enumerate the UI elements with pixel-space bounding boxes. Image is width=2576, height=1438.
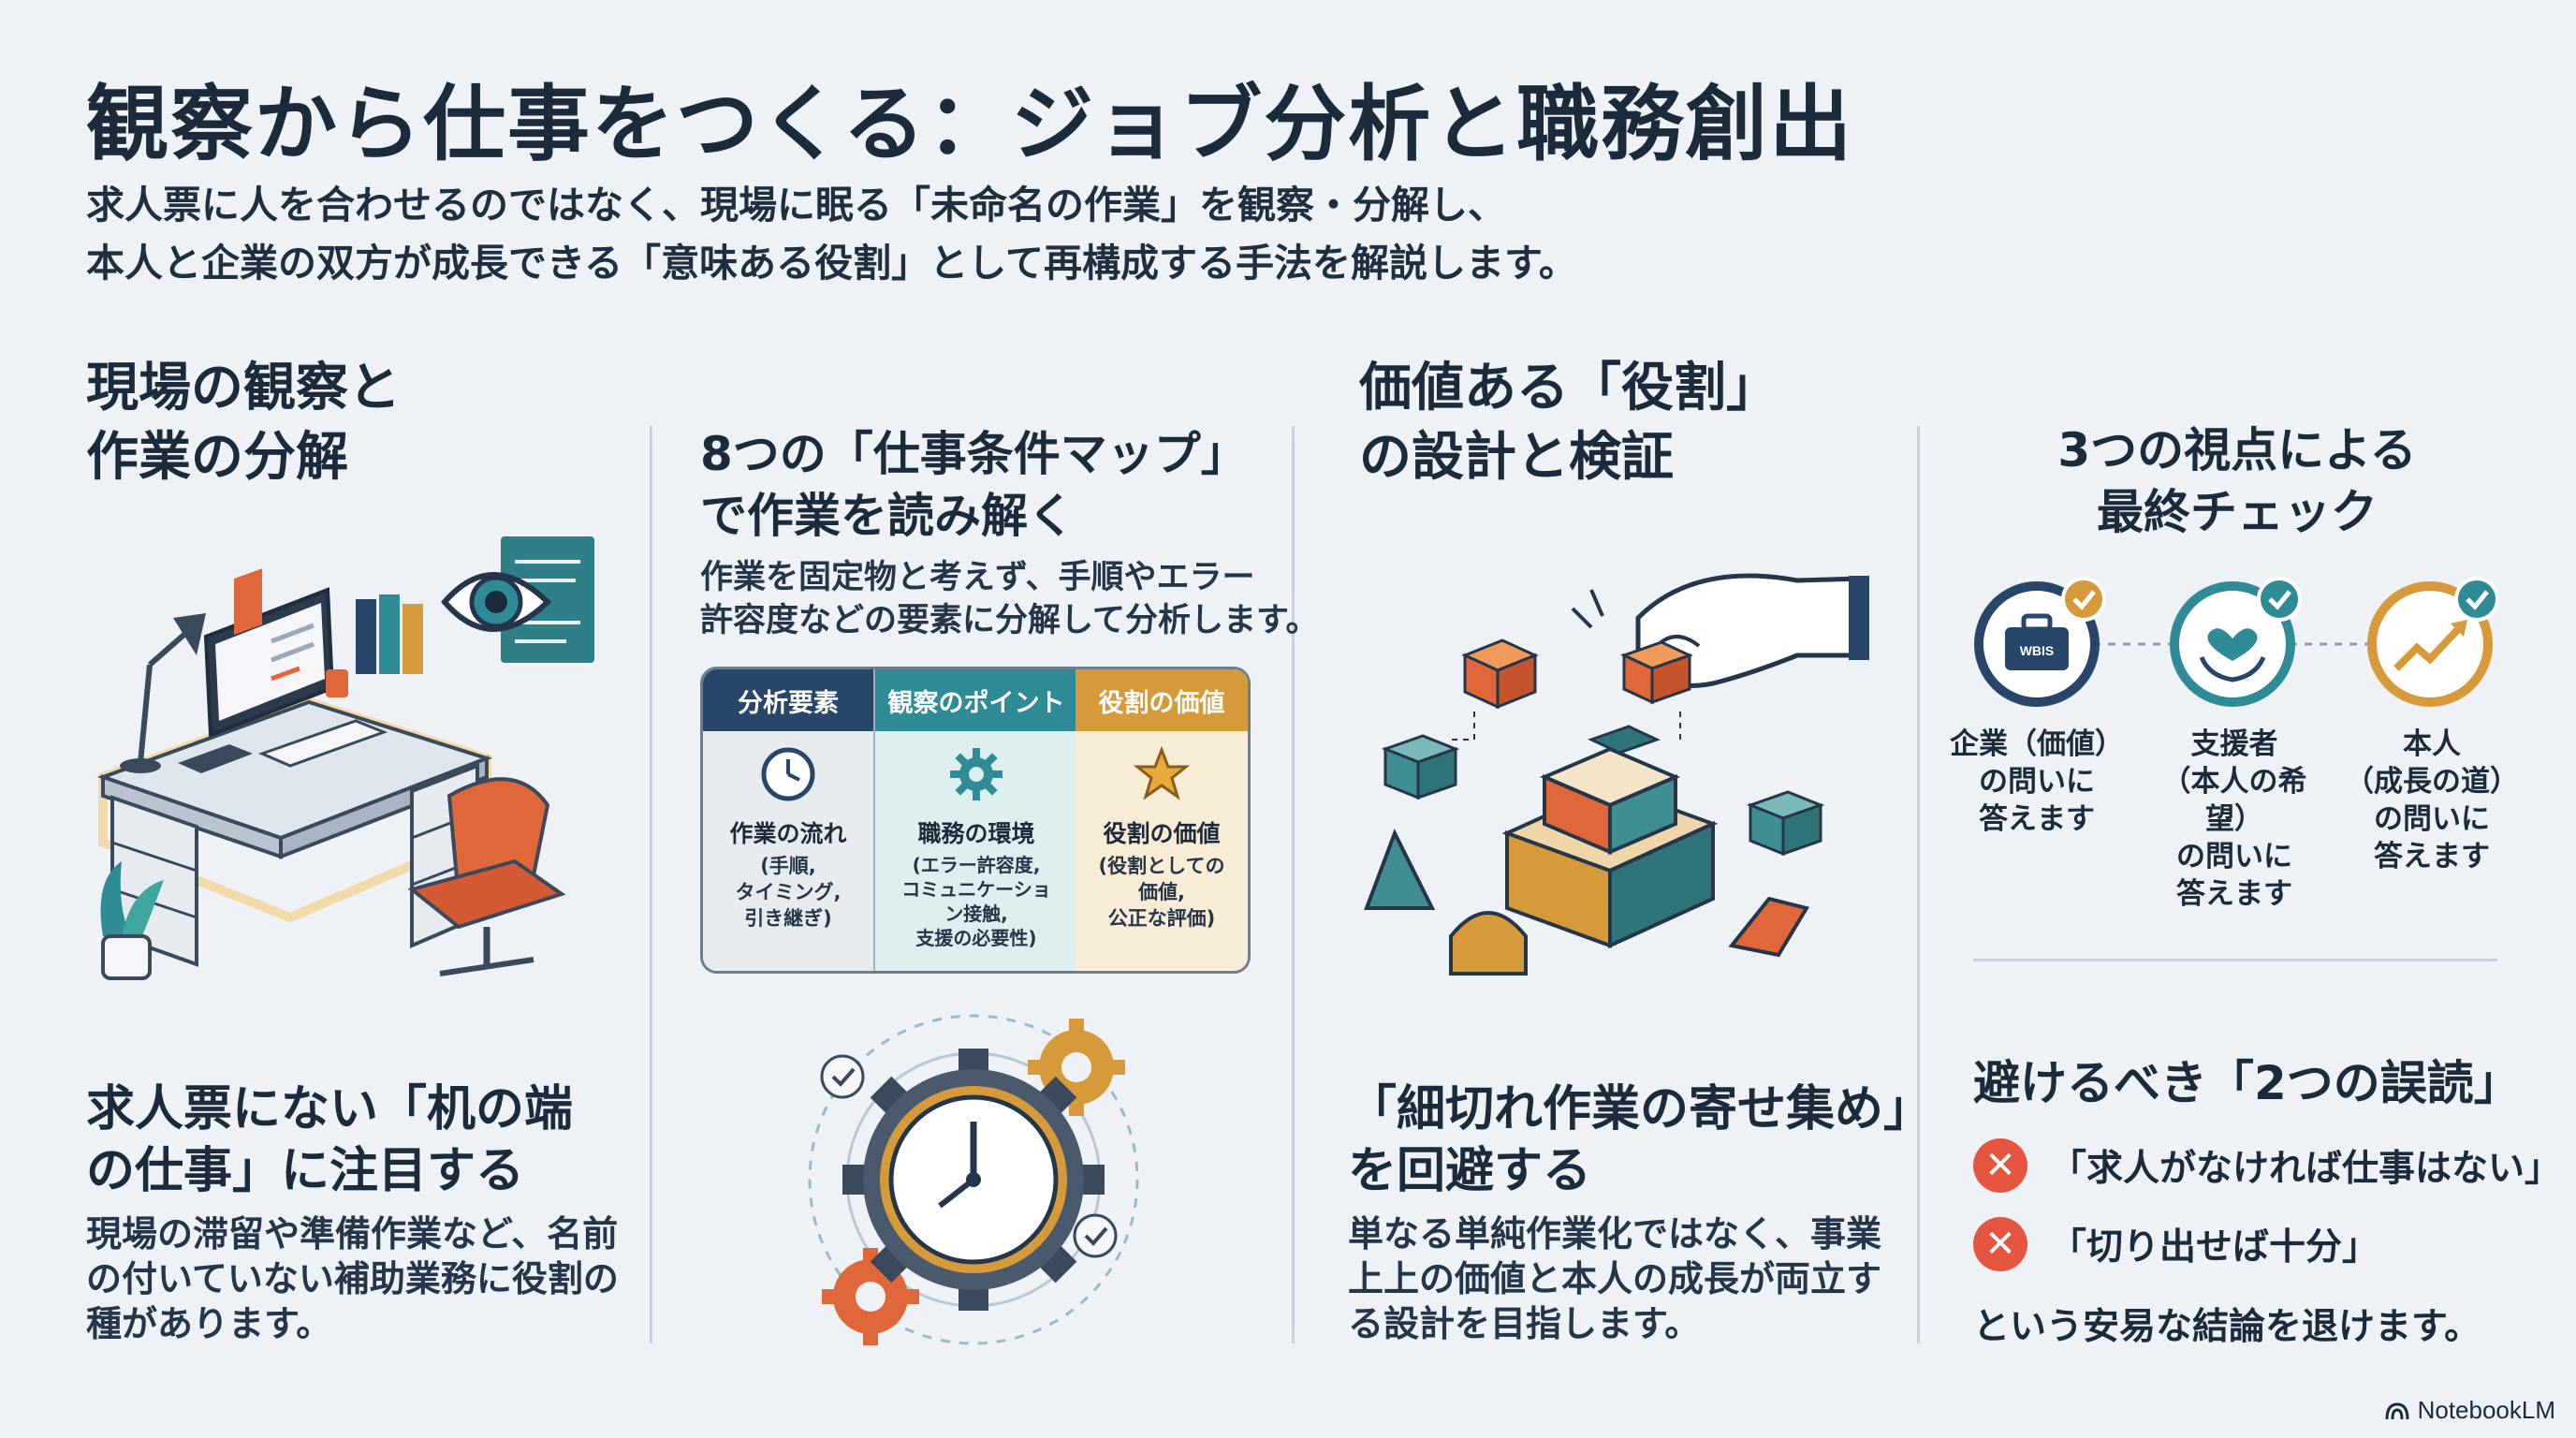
table-cell: 役割の価値 (役割としての 価値, 公正な評価): [1076, 731, 1248, 971]
table-column: 観察のポイント 職務の環境 (エラー許容度, コミュニケーショ ン接触, 支援の…: [873, 669, 1079, 971]
col1-subheading: 求人票にない「机の端 の仕事」に注目する: [86, 1078, 573, 1202]
desk-illustration: [96, 568, 566, 980]
page-subtitle: 求人票に人を合わせるのではなく、現場に眠る「未命名の作業」を観察・分解し、 本人…: [86, 176, 1577, 292]
gear-icon: [950, 748, 1003, 800]
col3-body: 単なる単純作業化ではなく、事業 上上の価値と本人の成長が両立す る設計を目指しま…: [1348, 1211, 1881, 1346]
table-cell-main: 役割の価値: [1103, 820, 1221, 847]
table-header: 観察のポイント: [875, 669, 1077, 731]
table-cell-sub: (エラー許容度, コミュニケーショ ン接触, 支援の必要性): [901, 854, 1051, 949]
table-cell: 職務の環境 (エラー許容度, コミュニケーショ ン接触, 支援の必要性): [875, 731, 1077, 971]
page-title: 観察から仕事をつくる：ジョブ分析と職務創出: [86, 76, 1854, 172]
column-divider-3: [1917, 426, 1920, 1343]
clock-icon: [761, 747, 815, 801]
col3-subheading-line-1: 「細切れ作業の寄せ集め」: [1348, 1081, 1933, 1137]
table-header: 役割の価値: [1076, 669, 1248, 731]
view-label-supporter: 支援者 （本人の希望） の問いに 答えます: [2161, 727, 2307, 911]
subtitle-line-2: 本人と企業の双方が成長できる「意味ある役割」として再構成する手法を解説します。: [86, 241, 1577, 286]
view-label-self: 本人 （成長の道） の問いに 答えます: [2345, 727, 2519, 873]
x-mark-icon: ✕: [1973, 1217, 2027, 1271]
growth-arrow-icon: [2367, 577, 2499, 707]
column-divider-1: [650, 426, 652, 1343]
misreadings-conclusion: という安易な結論を退けます。: [1973, 1306, 2481, 1348]
misreading-item: ✕ 「切り出せば十分」: [1973, 1217, 2378, 1271]
view-label-company: 企業（価値） の問いに 答えます: [1950, 727, 2124, 836]
table-cell-main: 作業の流れ: [729, 820, 847, 847]
hands-heart-icon: [2170, 577, 2302, 707]
col1-body: 現場の滞留や準備作業など、名前 の付いていない補助業務に役割の 種があります。: [86, 1211, 619, 1346]
col1-heading-line-1: 現場の観察と: [86, 358, 401, 418]
notebooklm-logo-icon: [2385, 1401, 2409, 1419]
col4-heading-line-2: 最終チェック: [2097, 485, 2378, 539]
subtitle-line-1: 求人票に人を合わせるのではなく、現場に眠る「未命名の作業」を観察・分解し、: [86, 183, 1506, 227]
misreadings-heading: 避けるべき「2つの誤読」: [1973, 1056, 2521, 1110]
star-icon: [1133, 745, 1191, 800]
col1-heading: 現場の観察と 作業の分解: [86, 354, 401, 492]
notebooklm-brand: NotebookLM: [2384, 1396, 2555, 1425]
col3-body-line-1: 単なる単純作業化ではなく、事業: [1348, 1213, 1882, 1255]
misreading-text: 「求人がなければ仕事はない」: [2050, 1148, 2562, 1190]
col3-subheading: 「細切れ作業の寄せ集め」 を回避する: [1348, 1078, 1932, 1202]
col1-body-line-1: 現場の滞留や準備作業など、名前: [86, 1213, 619, 1255]
briefcase-icon: WBIS: [1974, 577, 2106, 707]
col4-separator: [1973, 959, 2497, 961]
col2-body-line-2: 許容度などの要素に分解して分析します。: [700, 602, 1319, 639]
col2-body: 作業を固定物と考えず、手順やエラー 許容度などの要素に分解して分析します。: [700, 556, 1318, 642]
col2-body-line-1: 作業を固定物と考えず、手順やエラー: [700, 559, 1255, 596]
column-divider-2: [1292, 426, 1295, 1343]
table-column: 役割の価値 役割の価値 (役割としての 価値, 公正な評価): [1076, 669, 1248, 971]
table-header: 分析要素: [703, 669, 873, 731]
col1-subheading-line-1: 求人票にない「机の端: [86, 1081, 574, 1137]
col1-subheading-line-2: の仕事」に注目する: [86, 1143, 525, 1199]
svg-text:WBIS: WBIS: [2020, 643, 2055, 658]
misreading-text: 「切り出せば十分」: [2050, 1226, 2379, 1269]
col4-heading: 3つの視点による 最終チェック: [1956, 419, 2518, 543]
brand-label: NotebookLM: [2417, 1396, 2555, 1424]
col3-body-line-3: る設計を目指します。: [1348, 1303, 1701, 1344]
clock-gears-illustration: [808, 1014, 1139, 1345]
misreading-item: ✕ 「求人がなければ仕事はない」: [1973, 1138, 2561, 1193]
col1-heading-line-2: 作業の分解: [86, 427, 348, 488]
table-cell-sub: (手順, タイミング, 引き継ぎ): [735, 855, 842, 930]
table-cell: 作業の流れ (手順, タイミング, 引き継ぎ): [703, 731, 873, 971]
col4-heading-line-1: 3つの視点による: [2057, 423, 2417, 477]
col3-subheading-line-2: を回避する: [1348, 1143, 1592, 1199]
col3-heading: 価値ある「役割」 の設計と検証: [1359, 354, 1778, 492]
blocks-illustration: [1364, 573, 1869, 976]
col3-body-line-2: 上上の価値と本人の成長が両立す: [1348, 1258, 1882, 1299]
col1-body-line-3: 種があります。: [86, 1303, 332, 1344]
x-mark-icon: ✕: [1973, 1138, 2027, 1193]
job-condition-table: 分析要素 作業の流れ (手順, タイミング, 引き継ぎ) 観察のポイント: [700, 667, 1251, 974]
perspective-icons: WBIS: [1974, 577, 2499, 707]
table-column: 分析要素 作業の流れ (手順, タイミング, 引き継ぎ): [703, 669, 873, 971]
col3-heading-line-2: の設計と検証: [1359, 427, 1674, 488]
col1-body-line-2: の付いていない補助業務に役割の: [86, 1258, 619, 1299]
col3-heading-line-1: 価値ある「役割」: [1359, 358, 1778, 418]
col2-heading-line-2: で作業を読み解く: [700, 489, 1075, 543]
eye-icon: [441, 536, 594, 663]
table-cell-main: 職務の環境: [917, 820, 1035, 847]
col2-heading-line-1: 8つの「仕事条件マップ」: [700, 427, 1248, 481]
table-cell-sub: (役割としての 価値, 公正な評価): [1098, 855, 1225, 930]
col2-heading: 8つの「仕事条件マップ」 で作業を読み解く: [700, 423, 1248, 547]
